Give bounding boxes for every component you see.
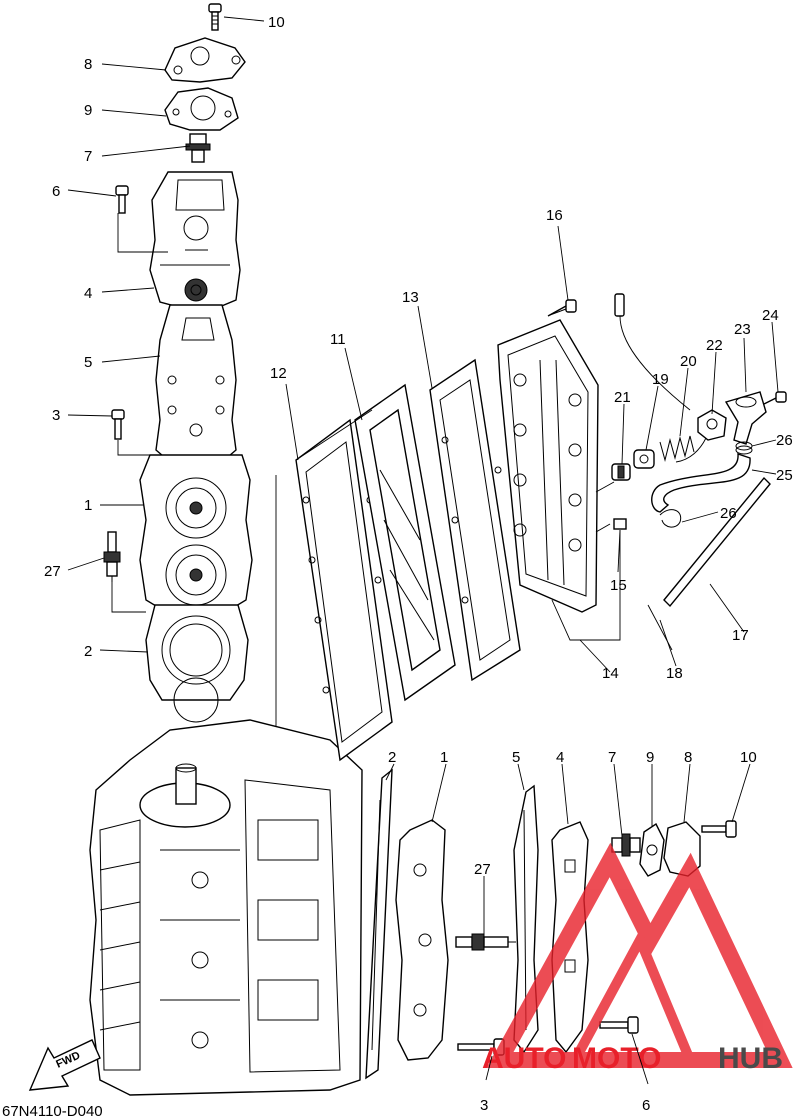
- head-gasket-5-part[interactable]: [155, 304, 237, 463]
- bolt-6-right-part[interactable]: [599, 1016, 639, 1034]
- connector-15-part[interactable]: [595, 518, 627, 533]
- callout-numbers: 10 8 9 7 6 4 5 3 1 27 2 12 11 13 16 21 1…: [44, 14, 793, 1114]
- bolt-10-part[interactable]: [208, 3, 222, 31]
- exhaust-outer-cover-14-part[interactable]: [497, 319, 599, 613]
- callout-6-right: 6: [642, 1097, 650, 1114]
- callout-8-right: 8: [684, 749, 692, 766]
- callout-11: 11: [330, 331, 346, 348]
- callout-23: 23: [734, 321, 751, 338]
- spring-20-part[interactable]: [659, 435, 695, 462]
- clip-26-lower-part[interactable]: [659, 509, 682, 528]
- exhaust-inner-cover-11-part[interactable]: [354, 383, 456, 702]
- callout-4-top: 4: [84, 285, 92, 302]
- callout-26-upper: 26: [776, 432, 793, 449]
- bolt-24-part[interactable]: [763, 391, 787, 405]
- exhaust-gasket-12-part[interactable]: [295, 418, 393, 762]
- callout-13: 13: [402, 289, 419, 306]
- callout-27-top: 27: [44, 563, 61, 580]
- exhaust-gasket-13-part[interactable]: [429, 358, 521, 682]
- bolt-16-part[interactable]: [547, 299, 577, 317]
- cylinder-gasket-2-part[interactable]: [145, 604, 249, 723]
- cylinder-head-1-part[interactable]: [139, 454, 253, 613]
- gasket-2-right-part[interactable]: [365, 768, 393, 1080]
- callout-20: 20: [680, 353, 697, 370]
- watermark-logo-icon: [486, 842, 793, 1068]
- callout-15: 15: [610, 577, 627, 594]
- fitting-21-part[interactable]: [611, 463, 631, 481]
- bolt-10-right-part[interactable]: [701, 820, 737, 838]
- head-cover-4-part[interactable]: [149, 171, 241, 311]
- gasket-22-part[interactable]: [697, 409, 727, 441]
- thermostat-cover-8-part[interactable]: [164, 37, 246, 83]
- callout-8-top: 8: [84, 56, 92, 73]
- grommet-19-part[interactable]: [633, 449, 655, 469]
- gasket-9-right-part[interactable]: [639, 822, 665, 877]
- hose-25-part[interactable]: [651, 453, 751, 513]
- callout-5-right: 5: [512, 749, 520, 766]
- callout-1-right: 1: [440, 749, 448, 766]
- callout-4-right: 4: [556, 749, 564, 766]
- callout-25: 25: [776, 467, 793, 484]
- callout-26-lower: 26: [720, 505, 737, 522]
- gasket-9-part[interactable]: [164, 87, 239, 131]
- callout-18: 18: [666, 665, 683, 682]
- callout-10-right: 10: [740, 749, 757, 766]
- callout-17: 17: [732, 627, 749, 644]
- callout-24: 24: [762, 307, 779, 324]
- callout-6-top: 6: [52, 183, 60, 200]
- callout-2-right: 2: [388, 749, 396, 766]
- callout-3-top: 3: [52, 407, 60, 424]
- diagram-code: 67N4110-D040: [2, 1103, 103, 1120]
- watermark-auto: AUTO: [482, 1042, 566, 1075]
- callout-10-top: 10: [268, 14, 285, 31]
- callout-7-right: 7: [608, 749, 616, 766]
- callout-21: 21: [614, 389, 631, 406]
- thermostat-7-right-part[interactable]: [611, 833, 641, 857]
- fwd-arrow-icon: [28, 1039, 101, 1091]
- callout-1-top: 1: [84, 497, 92, 514]
- spark-plug-27-right-part[interactable]: [455, 933, 516, 951]
- watermark-moto: MOTO: [572, 1042, 661, 1075]
- callout-7-top: 7: [84, 148, 92, 165]
- elbow-23-part[interactable]: [724, 391, 767, 445]
- engine-block-part[interactable]: [89, 719, 363, 1096]
- callout-leaders: [67, 16, 779, 1085]
- callout-12: 12: [270, 365, 287, 382]
- bolt-6-part[interactable]: [115, 185, 129, 214]
- callout-19: 19: [652, 371, 669, 388]
- callout-2-top: 2: [84, 643, 92, 660]
- hose-17-part[interactable]: [663, 476, 771, 608]
- pipe-top-part[interactable]: [614, 293, 625, 317]
- spark-plug-27-part[interactable]: [103, 531, 121, 582]
- callout-16: 16: [546, 207, 563, 224]
- watermark-hub: HUB: [718, 1042, 783, 1075]
- callout-22: 22: [706, 337, 723, 354]
- cylinder-head-1-right-part[interactable]: [395, 819, 449, 1061]
- callout-3-right: 3: [480, 1097, 488, 1114]
- callout-9-top: 9: [84, 102, 92, 119]
- callout-27-right: 27: [474, 861, 491, 878]
- callout-5-top: 5: [84, 354, 92, 371]
- callout-14: 14: [602, 665, 619, 682]
- bolt-3-part[interactable]: [111, 409, 125, 440]
- thermostat-7-part[interactable]: [185, 133, 211, 163]
- callout-9-right: 9: [646, 749, 654, 766]
